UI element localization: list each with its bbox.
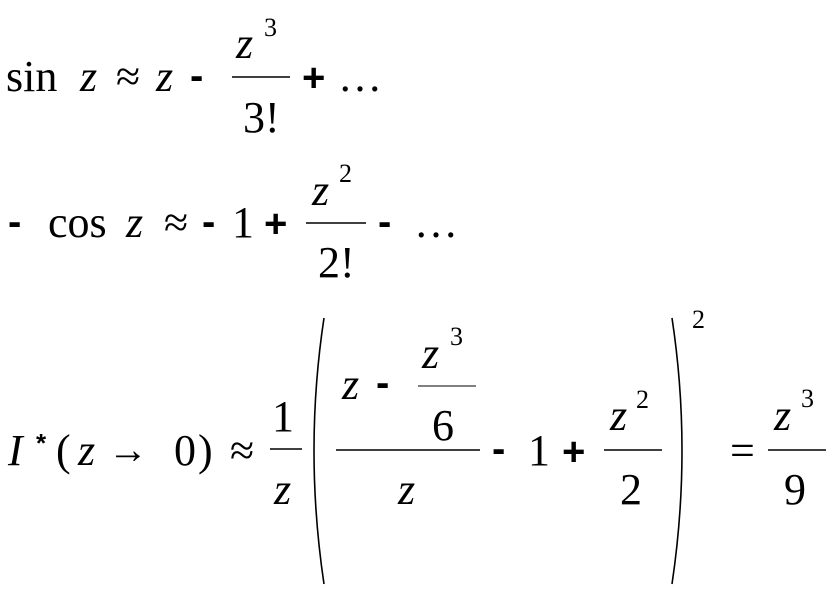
plus-sign: + [562,430,585,474]
minus-sign: - [378,200,391,244]
cos-function: cos [48,198,107,247]
approx-sign: ≈ [116,52,140,101]
formula-line-sin: sin z ≈ z - z 3 3! + … [6,13,382,142]
number-one: 1 [528,426,550,475]
exponent: 3 [264,13,277,42]
exponent: 3 [450,322,463,351]
minus-sign: - [202,200,215,244]
plus-sign: + [302,56,325,100]
fraction-z3-over-9: z 3 9 [768,384,826,514]
plus-sign: + [264,202,287,246]
term-z: z [155,52,173,101]
sin-function: sin [6,52,57,101]
minus-sign: - [190,54,203,98]
fraction-numerator: z [311,166,329,215]
equals-sign: = [730,426,755,475]
approx-sign: ≈ [230,426,254,475]
exponent: 2 [339,159,352,188]
fraction-1-over-z: 1 z [270,392,302,514]
inner-numerator-z: z [341,360,359,409]
fraction-z2-over-2: z 2 2 [604,385,662,514]
star-superscript: * [36,428,47,458]
fraction-z3-over-3fact: z 3 3! [232,13,290,142]
ellipsis: … [338,52,382,101]
fraction-z3-over-6: z 3 6 [418,322,476,450]
left-paren: ( [56,426,71,475]
fraction-denominator: z [273,465,291,514]
cos-variable: z [125,198,143,247]
fraction-denominator: 9 [784,465,806,514]
fraction-numerator: z [609,391,627,440]
fraction-denominator: 2! [318,238,355,287]
limit-value: 0 [174,426,196,475]
fraction-denominator: 2 [620,465,642,514]
fraction-numerator: z [773,391,791,440]
power-exponent: 2 [692,305,705,334]
formula-line-cos: - cos z ≈ - 1 + z 2 2! - … [8,159,458,287]
inner-denominator: z [397,465,415,514]
leading-minus-sign: - [8,200,21,244]
inner-fraction: z - z 3 6 z [336,322,480,514]
fraction-numerator: 1 [272,392,294,441]
big-left-paren [313,317,325,585]
fraction-denominator: 6 [432,401,454,450]
exponent: 3 [801,384,814,413]
fraction-denominator: 3! [243,93,280,142]
fraction-numerator: z [235,19,253,68]
formula-line-limit: I * ( z → 0 ) ≈ 1 z z - z 3 6 z - 1 [7,305,826,585]
limit-variable: z [77,426,95,475]
fraction-numerator: z [421,329,439,378]
right-paren: ) [198,426,213,475]
sin-variable: z [79,52,97,101]
ellipsis: … [414,198,458,247]
minus-sign: - [492,427,505,471]
integral-symbol-I: I [7,426,25,475]
number-one: 1 [232,198,254,247]
arrow: → [108,427,148,472]
minus-sign: - [376,361,389,405]
approx-sign: ≈ [164,198,188,247]
big-right-paren [671,317,683,585]
fraction-z2-over-2fact: z 2 2! [306,159,366,287]
exponent: 2 [636,385,649,414]
